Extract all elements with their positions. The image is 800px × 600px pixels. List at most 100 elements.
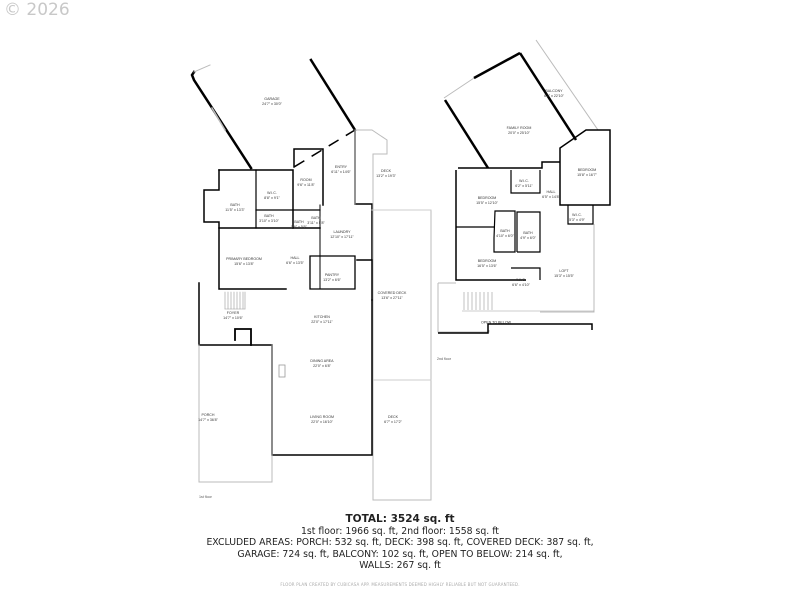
room-name: ROOM [300,178,312,182]
room-name: DINING AREA [310,359,334,363]
room-dimensions: 14'7" x 36'8" [198,418,218,422]
room-dimensions: 3'11" x 5'8" [307,221,325,225]
room-dimensions: 11'5" x 13'3" [225,208,245,212]
room-dimensions: 6'7" x 17'2" [384,420,402,424]
room-dimensions: 6'11" x 14'6" [331,170,351,174]
room-name: DECK [388,415,398,419]
room-dimensions: 22'0" x 16'10" [311,420,333,424]
room-name: BALCONY [545,89,563,93]
room-dimensions: 13'6" x 27'11" [381,296,403,300]
room-dimensions: 3'10" x 3'10" [259,219,279,223]
room-name: COVERED DECK [377,291,407,295]
room-name: BEDROOM [577,168,597,172]
second-floor-walls [437,39,611,334]
room-name: W.I.C. [519,179,529,183]
room-name: BATH [500,229,510,233]
room-dimensions: 15'5" x 12'10" [476,201,498,205]
room-dimensions: 6'5" x 14'8" [542,195,560,199]
room-dimensions: 13'2" x 6'6" [323,278,341,282]
walls-area: WALLS: 267 sq. ft [359,560,441,571]
room-name: BEDROOM [477,259,497,263]
room-dimensions: 22'0" x 6'8" [313,364,331,368]
excluded-areas-1: EXCLUDED AREAS: PORCH: 532 sq. ft, DECK:… [206,537,594,548]
first-floor-walls [190,58,432,501]
room-name: PANTRY [324,273,340,277]
room-name: BEDROOM [477,196,497,200]
room-dimensions: 24'7" x 30'0" [262,102,282,106]
room-name: PRIMARY BEDROOM [226,257,262,261]
room-dimensions: 6'2" x 5'11" [515,184,533,188]
room-name: FAMILY ROOM [506,126,532,130]
room-label: OPEN TO BELOW [481,321,511,326]
room-name: W.I.C. [572,213,582,217]
room-name: GARAGE [264,97,280,101]
room-dimensions: 16'5" x 13'6" [477,264,497,268]
second-floor-caption: 2nd floor [437,357,451,361]
room-name: BATH [523,231,533,235]
room-dimensions: 5'3" x 4'9" [569,218,585,222]
area-summary: TOTAL: 3524 sq. ft 1st floor: 1966 sq. f… [0,513,800,590]
room-name: LAUNDRY [333,230,351,234]
room-name: PORCH [201,413,215,417]
garage-wall [309,58,357,132]
room-name: W.I.C. [267,191,277,195]
excluded-areas-2: GARAGE: 724 sq. ft, BALCONY: 102 sq. ft,… [237,548,563,560]
room-dimensions: 12'10" x 17'11" [330,235,354,239]
floor-areas: 1st floor: 1966 sq. ft, 2nd floor: 1558 … [301,525,499,537]
copyright-watermark: © 2026 [4,0,70,20]
room-name: BATH [294,220,304,224]
room-name: LIVING ROOM [310,415,334,419]
room-dimensions: 8'8" x 9'1" [264,196,280,200]
first-floor-caption: 1st floor [199,495,212,499]
credit-line: FLOOR PLAN CREATED BY CUBICASA APP. MEAS… [280,581,520,587]
room-label: W.I.C.5'3" x 4'9" [569,213,585,223]
room-dimensions: 22'0" x 17'11" [311,320,333,324]
room-dimensions: 15'6" x 13'8" [234,262,254,266]
room-name: HALL [546,190,556,194]
room-dimensions: 13'2" x 19'3" [376,174,396,178]
room-dimensions: 5'6" x 5'6" [291,225,307,229]
room-dimensions: 4'10" x 6'0" [496,234,514,238]
total-area: TOTAL: 3524 sq. ft [345,513,455,525]
room-name: W.I.C. [516,278,526,282]
room-name: OPEN TO BELOW [480,320,512,325]
room-dimensions: 14'7" x 10'6" [223,316,243,320]
room-dimensions: 15'8" x 16'7" [577,173,597,177]
room-name: FOYER [226,311,240,315]
room-dimensions: 6'2" x 22'10" [544,94,564,98]
room-name: HALL [290,256,300,260]
room-dimensions: 4'9" x 6'0" [520,236,536,240]
room-label: W.I.C.8'8" x 9'1" [264,191,280,201]
room-dimensions: 15'3" x 15'5" [554,274,574,278]
room-name: BATH [230,203,240,207]
room-label: W.I.C.6'6" x 4'10" [512,278,530,288]
room-dimensions: 6'6" x 4'10" [512,283,530,287]
room-name: ENTRY [334,165,348,169]
